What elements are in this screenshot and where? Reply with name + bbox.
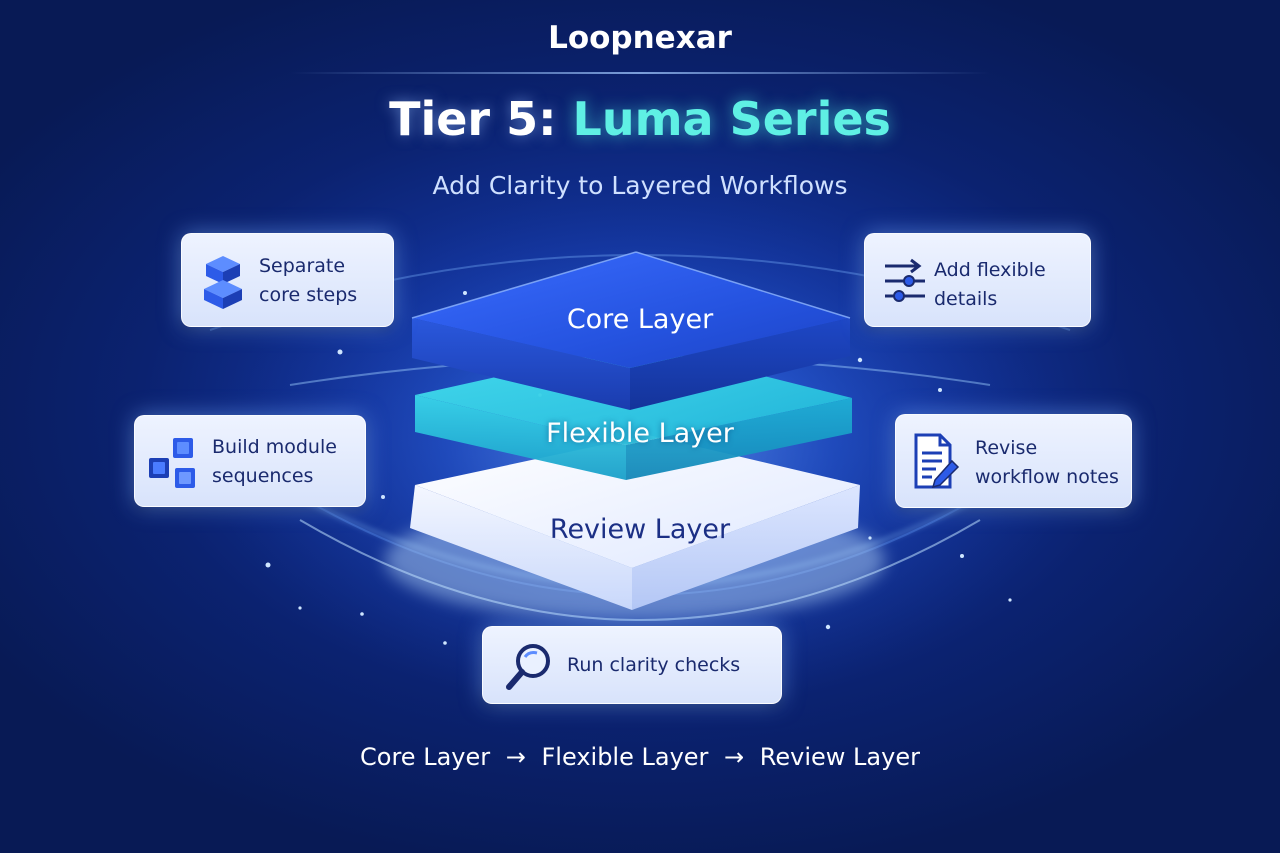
card-revise-line2: workflow notes	[975, 466, 1119, 488]
card-build-line1: Build module	[212, 436, 337, 458]
card-separate-line1: Separate	[259, 255, 346, 277]
layer-label-flexible: Flexible Layer	[546, 418, 734, 449]
card-add-flexible-details: Add flexible details	[864, 233, 1091, 327]
title-accent: Luma Series	[572, 92, 891, 146]
card-separate-line2: core steps	[259, 284, 358, 306]
document-edit-icon	[914, 433, 960, 489]
page-title: Tier 5: Luma Series	[0, 92, 1280, 146]
page-subtitle: Add Clarity to Layered Workflows	[432, 171, 848, 200]
header-divider	[290, 72, 990, 74]
magnifier-icon	[506, 644, 550, 690]
core-layer-platform	[411, 251, 851, 410]
card-run-clarity-checks: Run clarity checks	[482, 626, 782, 704]
arrow-right-icon: →	[724, 743, 745, 771]
module-blocks-icon	[149, 438, 195, 488]
brand-name: Loopnexar	[548, 20, 732, 56]
sliders-icon	[885, 258, 925, 302]
title-prefix: Tier 5:	[389, 92, 557, 146]
card-revise-line1: Revise	[975, 437, 1038, 459]
layer-flow-footer: Core Layer → Flexible Layer → Review Lay…	[0, 743, 1280, 771]
footer-step-core: Core Layer	[360, 743, 491, 771]
layer-label-core: Core Layer	[566, 304, 714, 335]
arrow-right-icon: →	[505, 743, 526, 771]
card-flexible-line1: Add flexible	[934, 259, 1046, 281]
card-revise-workflow-notes: Revise workflow notes	[895, 414, 1132, 508]
footer-step-review: Review Layer	[759, 743, 920, 771]
footer-step-flexible: Flexible Layer	[541, 743, 709, 771]
card-flexible-line2: details	[934, 288, 998, 310]
card-checks-label: Run clarity checks	[567, 654, 741, 676]
card-build-module-sequences: Build module sequences	[134, 415, 366, 507]
card-build-line2: sequences	[212, 465, 314, 487]
layer-label-review: Review Layer	[549, 514, 731, 545]
stacked-cubes-icon	[204, 256, 242, 309]
card-separate-core-steps: Separate core steps	[181, 233, 394, 327]
review-layer-platform	[410, 435, 860, 610]
